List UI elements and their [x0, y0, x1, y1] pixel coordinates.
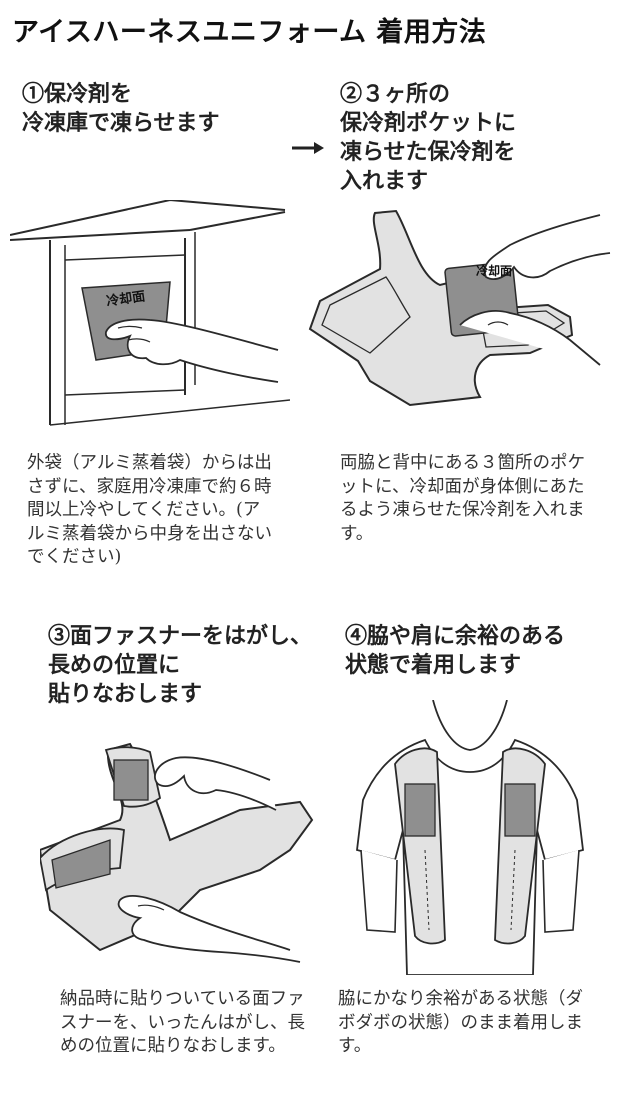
page-title: アイスハーネスユニフォーム 着用方法: [12, 17, 487, 48]
step-3-body: 納品時に貼りついている面ファスナーを、いったんはがし、長めの位置に貼りなおします…: [60, 989, 305, 1056]
step-2-heading: ②３ヶ所の 保冷剤ポケットに 凍らせた保冷剤を 入れます: [340, 81, 517, 194]
step-2-body: 両脇と背中にある３箇所のポケットに、冷却面が身体側にあたるよう凍らせた保冷剤を入…: [340, 453, 585, 544]
step-4-body: 脇にかなり余裕がある状態（ダボダボの状態）のまま着用します。: [338, 989, 583, 1056]
step-1-heading: ①保冷剤を 冷凍庫で凍らせます: [22, 81, 220, 136]
step-4-heading: ④脇や肩に余裕のある 状態で着用します: [345, 623, 566, 678]
pack-label-2: 冷却面: [476, 264, 513, 278]
harness-pocket-illustration: [308, 209, 611, 407]
step-3-heading: ③面ファスナーをはがし、 長めの位置に 貼りなおします: [48, 623, 313, 707]
freezer-illustration: [10, 200, 290, 426]
velcro-adjust-illustration: [40, 742, 314, 963]
wearing-illustration: [356, 700, 584, 975]
step-1-body: 外袋（アルミ蒸着袋）からは出さずに、家庭用冷凍庫で約６時間以上冷やしてください。…: [27, 453, 272, 567]
arrow-icon: [292, 142, 324, 154]
